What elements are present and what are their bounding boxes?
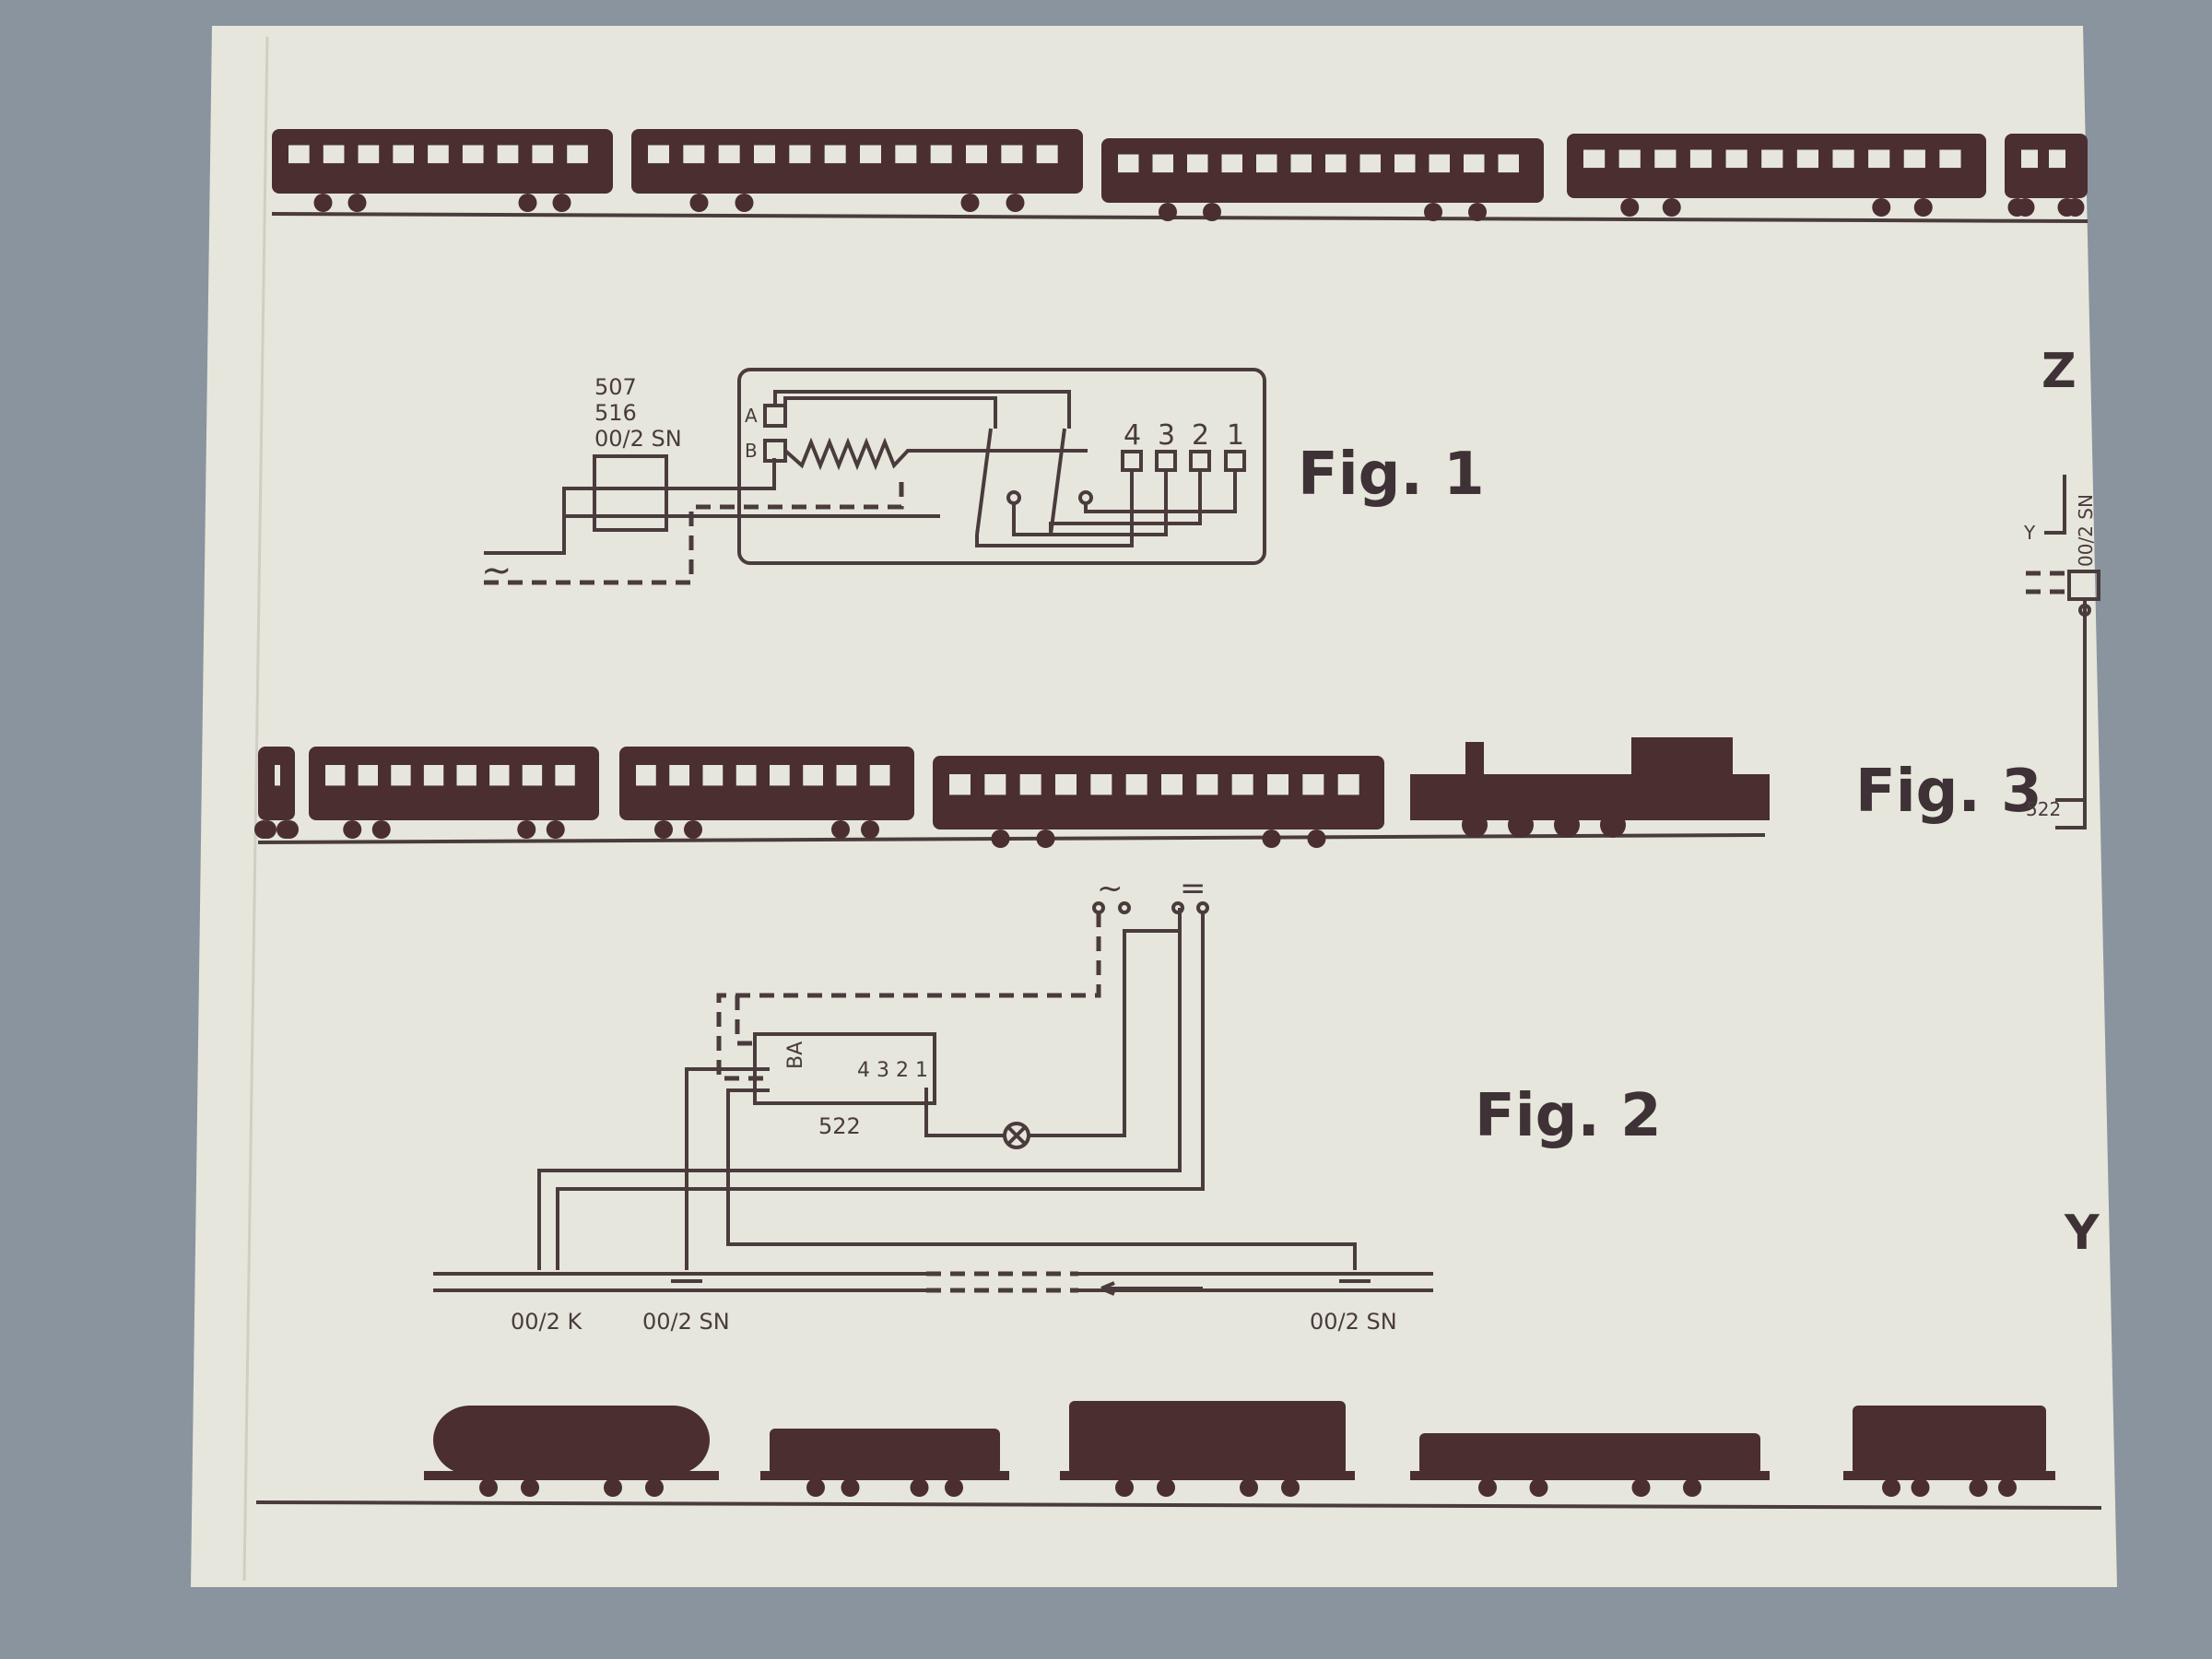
fig2-track-label-00-2-sn-right: 00/2 SN [1310, 1309, 1397, 1335]
passenger-car [631, 129, 1083, 212]
fig3-y-arrow-label: Y [2023, 522, 2036, 544]
coach [933, 756, 1384, 848]
fig2-module-outputs: 4 3 2 1 [857, 1059, 928, 1082]
fig2-diagram: ~ = BA 4 3 2 1 522 00/2 K 00/2 SN 00/2 S… [433, 870, 1662, 1335]
fig1-control-box [737, 368, 1266, 565]
coach [309, 747, 599, 839]
stake-wagon [760, 1429, 1009, 1497]
fig1-output-label: 2 [1192, 419, 1209, 452]
fig2-dc-symbol: = [1180, 870, 1206, 907]
passenger-car [1101, 138, 1544, 221]
fig1-switch-box [593, 454, 668, 532]
passenger-car [1567, 134, 1986, 217]
fig1-label-507: 507 [594, 374, 637, 400]
fig1-terminal-b: B [745, 440, 758, 462]
fig2-title: Fig. 2 [1475, 1082, 1662, 1150]
train-middle-steam-locomotive-and-coaches [254, 737, 1770, 848]
covered-wagon [1843, 1406, 2055, 1497]
fig2-module-label: 522 [818, 1113, 861, 1139]
fig2-track-label-00-2-k: 00/2 K [511, 1309, 583, 1335]
train-top-passenger-cars [271, 129, 2088, 223]
fig1-terminal-a: A [745, 405, 758, 427]
page-fold [242, 36, 269, 1582]
fig3-marker-z: Z [2041, 344, 2077, 399]
coach [254, 747, 299, 839]
fig1-output-label: 1 [1227, 419, 1244, 452]
fig1-label-00-2-sn: 00/2 SN [594, 426, 682, 452]
fig3-rail-label: 00/2 SN [2075, 494, 2097, 567]
steam-locomotive [1410, 737, 1770, 838]
tank-wagon [424, 1406, 719, 1497]
fig1-label-516: 516 [594, 400, 637, 426]
fig2-track-label-00-2-sn-left: 00/2 SN [642, 1309, 730, 1335]
fig3-title: Fig. 3 [1855, 758, 2042, 826]
fig2-module-terminals: BA [784, 1041, 807, 1069]
coach [619, 747, 914, 839]
fig1-title: Fig. 1 [1298, 441, 1485, 509]
lumber-wagon [1410, 1433, 1770, 1497]
fig2-ac-symbol: ~ [1097, 870, 1124, 907]
fig1-output-label: 4 [1124, 419, 1141, 452]
passenger-car [272, 129, 613, 212]
fig3-marker-y: Y [2064, 1206, 2100, 1261]
lamp-icon [1003, 1122, 1030, 1149]
fig3-module-label: 522 [2026, 798, 2061, 820]
fig3-diagram: Z Fig. 3 Y 00/2 SN 522 Y [1855, 344, 2100, 1261]
train-bottom-freight-wagons [255, 1401, 2102, 1510]
passenger-car [2005, 134, 2088, 217]
fig1-ac-symbol: ~ [481, 549, 512, 592]
hopper-wagon [1060, 1401, 1355, 1497]
fig1-output-label: 3 [1158, 419, 1175, 452]
